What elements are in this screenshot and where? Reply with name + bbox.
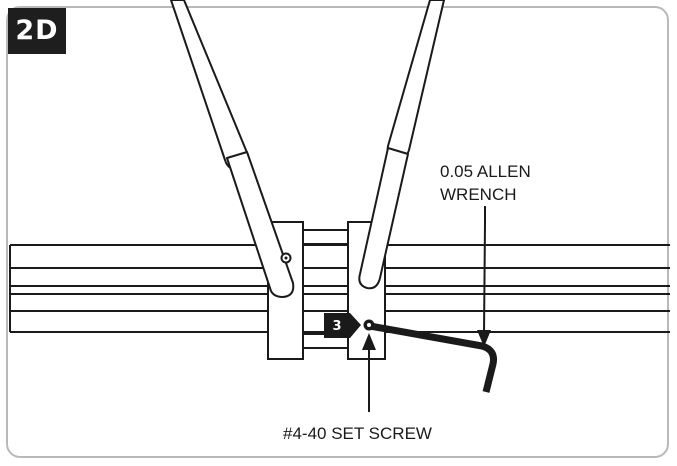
left-pivot-screw-center (284, 256, 288, 260)
right-strut-lower (358, 147, 409, 290)
screw-leader-arrowhead (362, 333, 376, 350)
left-strut-lower (226, 151, 295, 298)
wrench-label-line1: 0.05 ALLEN (440, 162, 531, 181)
right-strut-upper (386, 0, 445, 161)
rail-group (9, 244, 670, 333)
wrench-leader-arrowhead (477, 330, 491, 347)
left-strut-upper (170, 0, 250, 171)
step-badge: 2D (8, 8, 66, 54)
set-screw-label: #4-40 SET SCREW (283, 424, 432, 443)
right-strut (358, 0, 445, 290)
callout-number: 3 (332, 319, 341, 334)
callout-tag (324, 313, 361, 338)
set-screw-center (367, 323, 371, 327)
allen-wrench (369, 322, 497, 393)
connector-bar-top (301, 229, 351, 245)
wrench-leader-line (483, 206, 486, 335)
illustration-frame (6, 6, 669, 458)
left-strut (170, 0, 295, 298)
wrench-label-line2: WRENCH (440, 185, 517, 204)
